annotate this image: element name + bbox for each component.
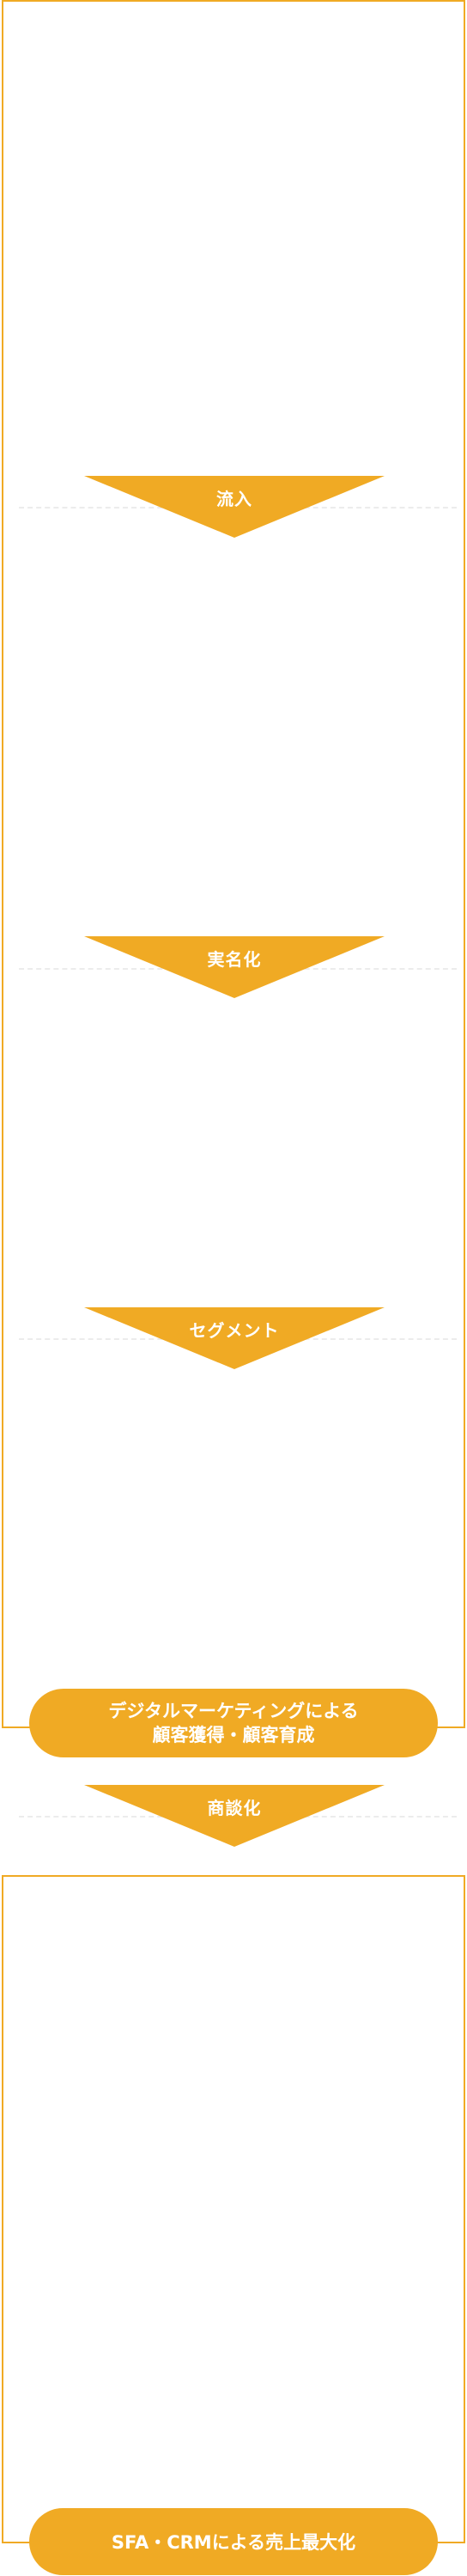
down-arrow-shape	[84, 1785, 385, 1847]
sales-label-text: SFA・CRMによる売上最大化	[111, 2532, 356, 2553]
stage-arrow-negotiation: 商談化	[84, 1785, 385, 1847]
down-arrow-shape	[84, 936, 385, 998]
down-arrow-shape	[84, 1307, 385, 1369]
digital-marketing-label-line2: 顧客獲得・顧客育成	[152, 1725, 315, 1745]
stage-arrow-identification: 実名化	[84, 936, 385, 998]
digital-marketing-label: デジタルマーケティングによる 顧客獲得・顧客育成	[29, 1689, 438, 1757]
digital-marketing-label-line1: デジタルマーケティングによる	[108, 1701, 359, 1721]
frame-connector-left	[2, 1726, 31, 1728]
stage-label-segment: セグメント	[189, 1320, 280, 1341]
stage-label-inflow: 流入	[216, 489, 252, 509]
sales-frame	[2, 1875, 465, 2543]
down-arrow-shape	[84, 476, 385, 538]
stage-label-negotiation: 商談化	[207, 1798, 262, 1818]
sales-label: SFA・CRMによる売上最大化	[29, 2508, 438, 2575]
digital-marketing-frame	[2, 0, 465, 1728]
frame-connector-right	[436, 1726, 465, 1728]
stage-arrow-segment: セグメント	[84, 1307, 385, 1369]
stage-arrow-inflow: 流入	[84, 476, 385, 538]
stage-label-identification: 実名化	[207, 949, 262, 970]
